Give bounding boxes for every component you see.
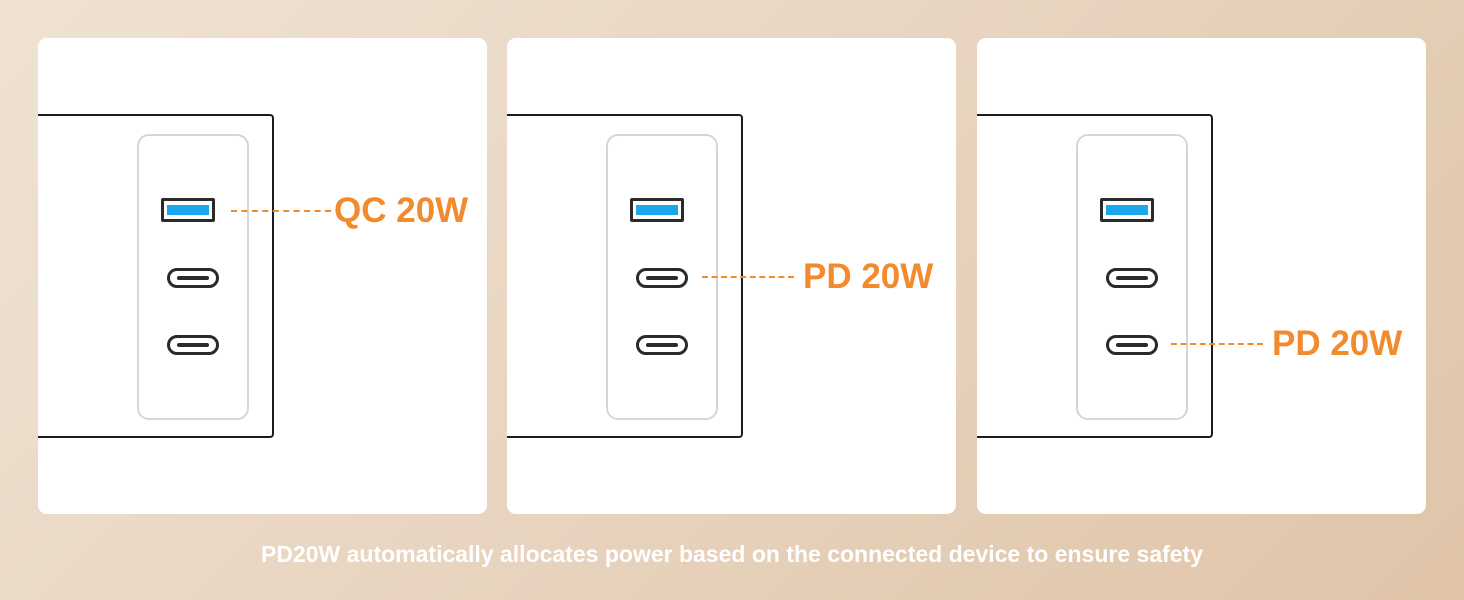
- port-power-label: QC 20W: [334, 191, 469, 230]
- usb-c-port-icon: [167, 335, 219, 355]
- charger-panel-pd-top: PD 20W: [507, 38, 956, 514]
- usb-c-port-icon: [1106, 268, 1158, 288]
- port-plate: [1076, 134, 1188, 420]
- charger-panel-qc: QC 20W: [38, 38, 487, 514]
- leader-line: [231, 210, 331, 212]
- usb-c-port-icon: [167, 268, 219, 288]
- usb-a-port-icon: [630, 198, 684, 222]
- leader-line: [1171, 343, 1263, 345]
- usb-c-port-icon: [1106, 335, 1158, 355]
- caption: PD20W automatically allocates power base…: [260, 541, 1204, 567]
- usb-a-port-icon: [161, 198, 215, 222]
- leader-line: [702, 276, 794, 278]
- port-power-label: PD 20W: [1272, 324, 1403, 363]
- usb-c-port-icon: [636, 268, 688, 288]
- charger-panel-pd-bottom: PD 20W: [977, 38, 1426, 514]
- port-power-label: PD 20W: [803, 257, 934, 296]
- usb-c-port-icon: [636, 335, 688, 355]
- usb-a-port-icon: [1100, 198, 1154, 222]
